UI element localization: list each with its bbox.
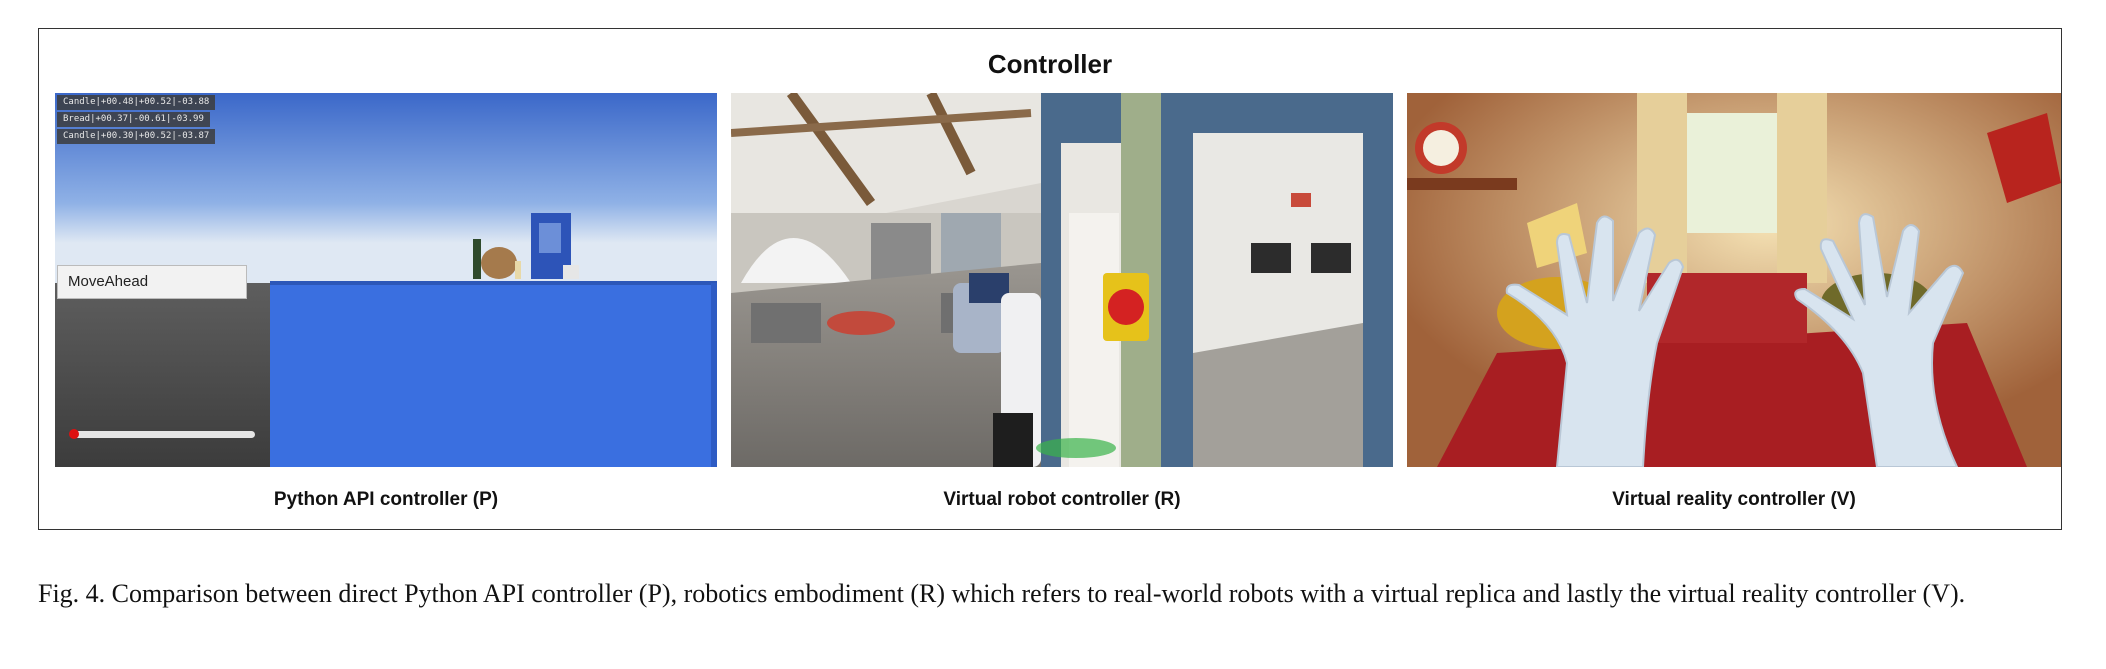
- progress-slider[interactable]: [71, 431, 255, 438]
- debug-readout-line: Bread|+00.37|-00.61|-03.99: [57, 112, 210, 127]
- virtual-robot-scene: [731, 93, 1393, 467]
- python-api-panel: Candle|+00.48|+00.52|-03.88 Bread|+00.37…: [55, 93, 717, 467]
- figure-caption: Fig. 4. Comparison between direct Python…: [38, 579, 1966, 608]
- virtual-robot-label: Virtual robot controller (R): [943, 489, 1181, 510]
- right-hand: [1794, 213, 1965, 467]
- virtual-reality-panel: [1407, 93, 2061, 467]
- progress-handle[interactable]: [69, 429, 79, 439]
- virtual-reality-scene: [1407, 93, 2061, 467]
- python-api-scene: [55, 93, 717, 467]
- action-input[interactable]: MoveAhead: [57, 265, 247, 299]
- figure-frame: Controller: [38, 28, 2062, 530]
- virtual-reality-label: Virtual reality controller (V): [1612, 489, 1856, 510]
- virtual-robot-panel: [731, 93, 1393, 467]
- debug-readout-line: Candle|+00.48|+00.52|-03.88: [57, 95, 216, 110]
- python-api-label: Python API controller (P): [273, 489, 499, 510]
- left-hand: [1505, 215, 1685, 467]
- figure-title: Controller: [987, 49, 1113, 79]
- debug-readout-line: Candle|+00.30|+00.52|-03.87: [57, 129, 216, 144]
